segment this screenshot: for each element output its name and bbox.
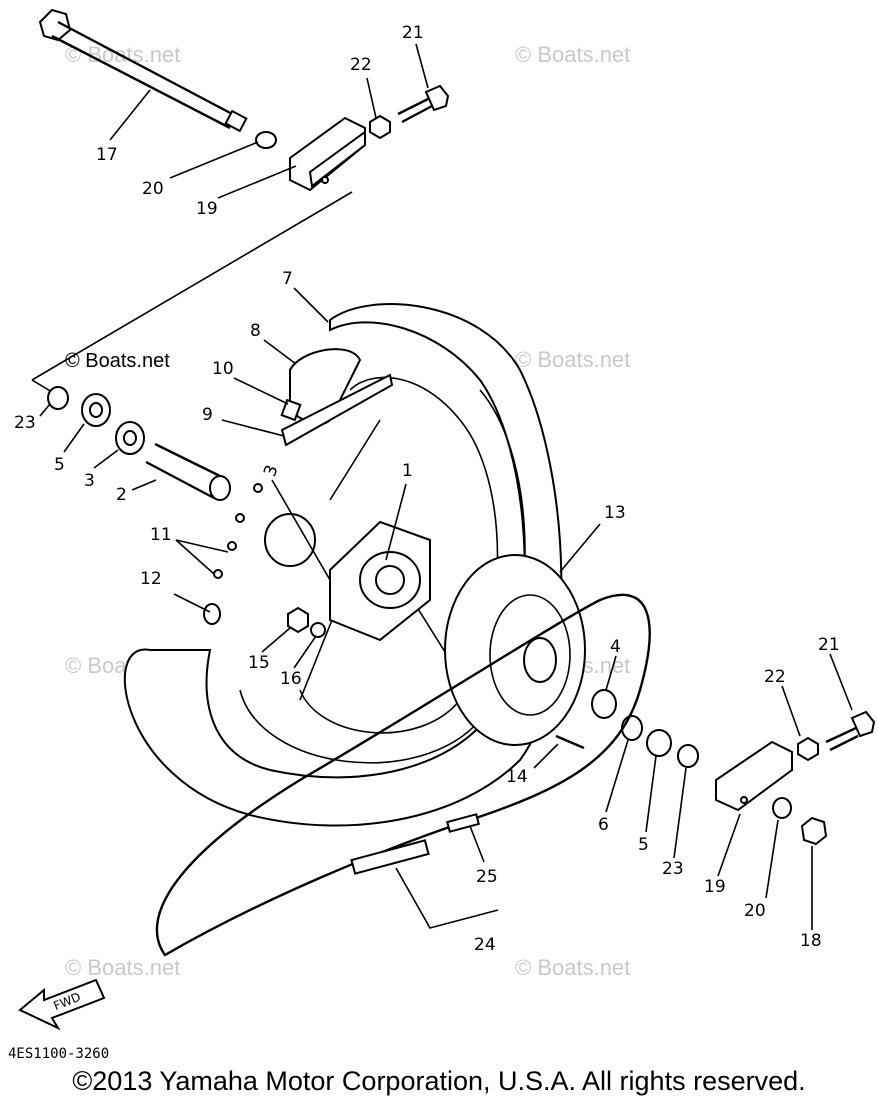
part-number-label: 20: [744, 901, 766, 921]
part-number-label: 2: [116, 485, 127, 505]
part-number-label: 15: [248, 653, 270, 673]
copyright-notice: ©2013 Yamaha Motor Corporation, U.S.A. A…: [72, 1066, 806, 1096]
bolt-part: [227, 541, 237, 551]
part-number-label: 1: [402, 461, 413, 481]
nut-part: [369, 114, 391, 140]
part-number-label: 14: [506, 767, 528, 787]
part-number-label: 22: [350, 55, 372, 75]
part-number-label: 18: [800, 931, 822, 951]
part-number-label: 3: [84, 471, 95, 491]
part-number-label: 5: [638, 835, 649, 855]
tube-part: [289, 348, 362, 426]
part-number-label: 23: [662, 859, 684, 879]
washer-part: [255, 131, 277, 149]
watermark: © Boats.net: [515, 42, 630, 67]
part-number-label: 22: [764, 667, 786, 687]
part-number-label: 21: [402, 23, 424, 43]
watermark: © Boats.net: [515, 347, 630, 372]
fwd-arrow-icon: FWD: [18, 978, 106, 1031]
nut-part: [797, 736, 819, 762]
part-number-label: 11: [150, 525, 172, 545]
valve-cap-part: [203, 603, 221, 625]
chain-adjuster-part: [289, 116, 366, 192]
spacer-part: [591, 689, 617, 719]
part-number-label: 17: [96, 145, 118, 165]
part-number-label: 7: [282, 269, 293, 289]
bolt-part: [397, 84, 450, 124]
watermark: © Boats.net: [65, 955, 180, 980]
bolt-part: [213, 569, 223, 579]
oil-seal-part: [646, 729, 672, 757]
part-number-label: 13: [604, 503, 626, 523]
part-number-label: 4: [610, 637, 621, 657]
part-number-label: 24: [474, 935, 496, 955]
spacer-part: [47, 386, 69, 410]
bolt-part: [825, 710, 876, 752]
circlip-part: [621, 715, 643, 741]
watermark: © Boats.net: [515, 955, 630, 980]
part-number-label: 5: [54, 455, 65, 475]
hub-part: [264, 513, 431, 642]
drawing-code: 4ES1100-3260: [8, 1046, 109, 1062]
part-number-label: 25: [476, 867, 498, 887]
chain-part: [155, 593, 651, 957]
leader-lines: [39, 43, 853, 930]
part-number-label: 20: [142, 179, 164, 199]
master-link-part: [445, 813, 481, 833]
nut-part: [287, 606, 309, 634]
spacer-part: [677, 744, 699, 768]
bolt-part: [253, 483, 263, 493]
chain-link-part: [350, 839, 430, 875]
part-number-label: 8: [250, 321, 261, 341]
part-number-label: 9: [202, 405, 213, 425]
bolt-part: [235, 513, 245, 523]
part-number-label: 19: [196, 199, 218, 219]
part-number-label: 12: [140, 569, 162, 589]
rim-band-part: [280, 373, 394, 447]
axle-part: [38, 8, 248, 133]
nut-part: [800, 816, 828, 846]
part-number-label: 6: [598, 815, 609, 835]
washer-part: [310, 622, 326, 638]
washer-part: [772, 797, 792, 819]
bolt-part: [555, 734, 585, 750]
collar-part: [145, 442, 231, 501]
part-number-label: 21: [818, 635, 840, 655]
part-number-label: 10: [212, 359, 234, 379]
part-number-label: 19: [704, 877, 726, 897]
part-number-label: 23: [14, 413, 36, 433]
part-number-label: 16: [280, 669, 302, 689]
part-number-label: 3: [260, 463, 282, 480]
watermark: © Boats.net: [65, 350, 170, 372]
leader-line: [31, 191, 353, 381]
chain-adjuster-part: [715, 740, 793, 812]
watermark: © Boats.net: [65, 42, 180, 67]
valve-part: [280, 398, 302, 422]
